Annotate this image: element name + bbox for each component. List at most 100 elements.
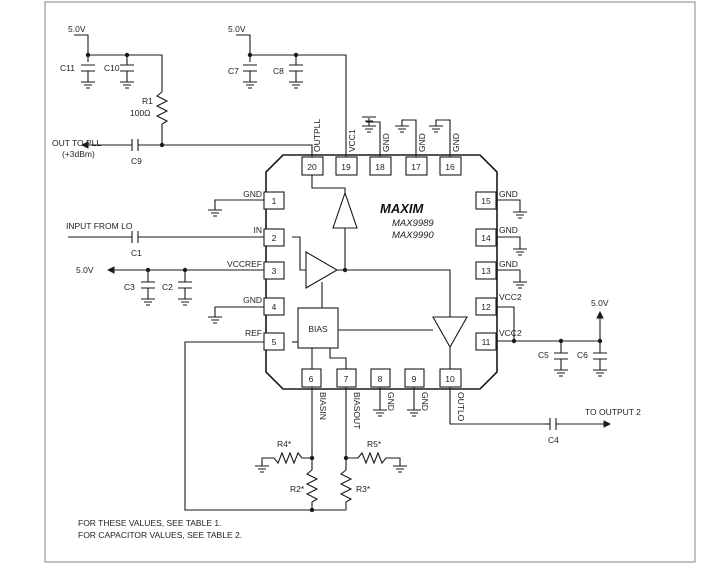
label-r1-value: 100Ω [130,108,151,118]
pin-13-number: 13 [481,266,491,276]
note-table-2: FOR CAPACITOR VALUES, SEE TABLE 2. [78,530,242,540]
capacitor-c6 [593,341,607,377]
gnd-symbol-pin8 [373,387,387,417]
pin-1-number: 1 [272,196,277,206]
capacitor-c1 [68,231,264,243]
capacitor-c3 [141,270,155,306]
pin-11-number: 11 [482,337,491,347]
pin-16-name: GND [451,133,461,152]
capacitor-c11 [81,64,95,89]
capacitor-c10 [120,55,134,89]
label-c10: C10 [104,63,120,73]
out-to-pll-label: OUT TO PLL [52,138,101,148]
pin-1-name: GND [243,189,262,199]
pin-18-name: GND [381,133,391,152]
pin-18-number: 18 [375,162,385,172]
pin-14-name: GND [499,225,518,235]
pin-17-name: GND [417,133,427,152]
resistor-r1 [155,91,169,145]
gnd-symbol-pin13 [496,269,527,289]
pin-4-name: GND [243,295,262,305]
gnd-symbol-pin4 [208,306,264,324]
pin-15-number: 15 [481,196,491,206]
pin-8-name: GND [386,392,396,411]
vcc-label-right: 5.0V [591,298,609,308]
pin-13-name: GND [499,259,518,269]
vcc-label-top-mid: 5.0V [228,24,246,34]
label-r5: R5* [367,439,382,449]
pin-16-number: 16 [445,162,455,172]
resistor-r2 [305,469,319,510]
capacitor-c2 [178,270,192,306]
pin-6-name: BIASIN [318,392,328,420]
part-number-1: MAX9989 [392,218,434,229]
maxim-logo: MAXIM [380,201,425,216]
label-c3: C3 [124,282,135,292]
pin-19-name: VCC1 [347,129,357,152]
pin-8-number: 8 [378,374,383,384]
pin-20-number: 20 [307,162,317,172]
label-c8: C8 [273,66,284,76]
pin-10-name: OUTLO [456,392,466,422]
pin-9-number: 9 [412,374,417,384]
label-c11: C11 [60,63,75,73]
capacitor-c4 [449,387,610,430]
vcc-label-left: 5.0V [76,265,94,275]
gnd-glyph-pin18 [362,122,376,133]
pin-11-name: VCC2 [499,328,522,338]
resistor-r4 [255,451,312,473]
pin-20-name: OUTPLL [312,119,322,152]
gnd-symbol-pin15 [496,199,527,219]
pin-3-number: 3 [272,266,277,276]
pin-5-number: 5 [272,337,277,347]
label-c9: C9 [131,156,142,166]
input-from-lo-label: INPUT FROM LO [66,221,133,231]
pin-12-name: VCC2 [499,292,522,302]
gnd-symbol-pin14 [496,236,527,256]
pin-15-name: GND [499,189,518,199]
pin-9-name: GND [420,392,430,411]
gnd-symbol-pin1 [208,199,264,217]
pin-7-number: 7 [344,374,349,384]
pin-10-number: 10 [445,374,455,384]
ic-package [265,154,498,390]
bias-block [297,307,339,349]
figure-frame [44,1,696,563]
pin-7-name: BIASOUT [352,392,362,429]
label-c7: C7 [228,66,239,76]
pin-17-number: 17 [411,162,421,172]
capacitor-c7 [243,64,257,89]
gnd-symbol-pin9 [407,387,421,417]
label-r2: R2* [290,484,305,494]
gnd-symbol-pin17 [395,119,417,157]
gnd-symbol-pin16 [429,119,451,157]
to-output-2-label: TO OUTPUT 2 [585,407,641,417]
label-r1: R1 [142,96,153,106]
pin-4-number: 4 [272,302,277,312]
pin-14-number: 14 [481,233,491,243]
pin-5-name: REF [245,328,262,338]
gnd-symbol-pin18 [362,116,381,157]
pin-2-number: 2 [272,233,277,243]
resistor-r3 [339,469,353,510]
note-table-1: FOR THESE VALUES, SEE TABLE 1. [78,518,221,528]
out-to-pll-level: (+3dBm) [62,149,95,159]
bias-label: BIAS [308,324,328,334]
label-c6: C6 [577,350,588,360]
label-c4: C4 [548,435,559,445]
capacitor-c5 [554,341,568,377]
pin-19-number: 19 [341,162,351,172]
pin-2-name: IN [254,225,263,235]
pin-3-name: VCCREF [227,259,262,269]
label-c5: C5 [538,350,549,360]
label-c2: C2 [162,282,173,292]
label-r4: R4* [277,439,292,449]
label-r3: R3* [356,484,371,494]
vcc-label-top-left: 5.0V [68,24,86,34]
label-c1: C1 [131,248,142,258]
capacitor-c8 [289,55,303,89]
pin-12-number: 12 [481,302,491,312]
part-number-2: MAX9990 [392,230,434,241]
